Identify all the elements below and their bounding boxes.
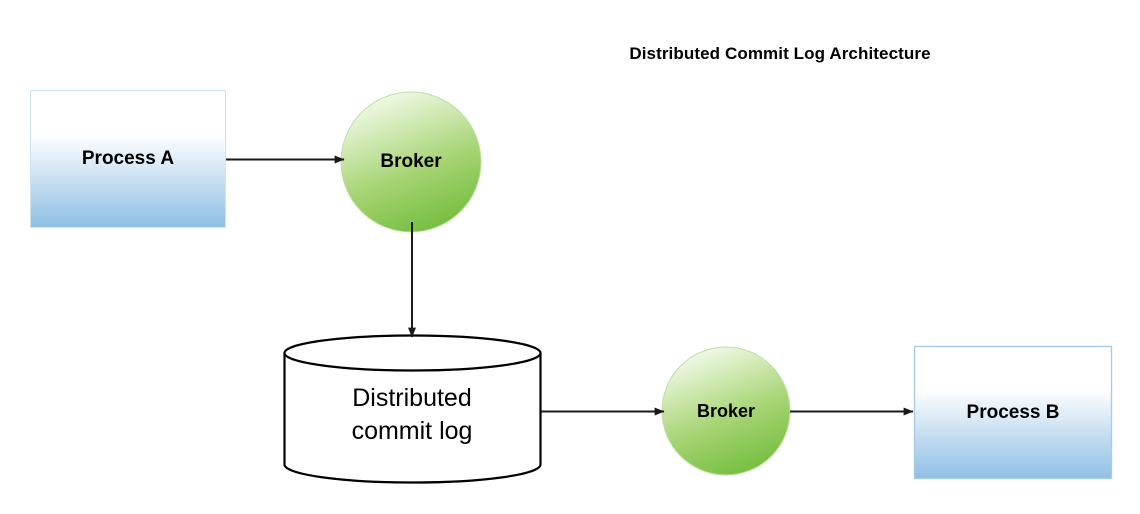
process-a-rect[interactable]	[30, 90, 226, 228]
commit-log-top[interactable]	[283, 334, 542, 372]
node-process-b[interactable]	[913, 345, 1113, 480]
node-broker-2[interactable]	[661, 346, 791, 476]
node-commit-log[interactable]	[283, 334, 542, 484]
node-broker-1[interactable]	[340, 91, 482, 233]
broker-2-circle[interactable]	[661, 346, 791, 476]
commit-log-body[interactable]	[283, 353, 542, 484]
diagram-title: Distributed Commit Log Architecture	[629, 44, 931, 63]
process-b-rect[interactable]	[913, 345, 1113, 480]
broker-1-circle[interactable]	[340, 91, 482, 233]
node-process-a[interactable]	[30, 90, 226, 228]
